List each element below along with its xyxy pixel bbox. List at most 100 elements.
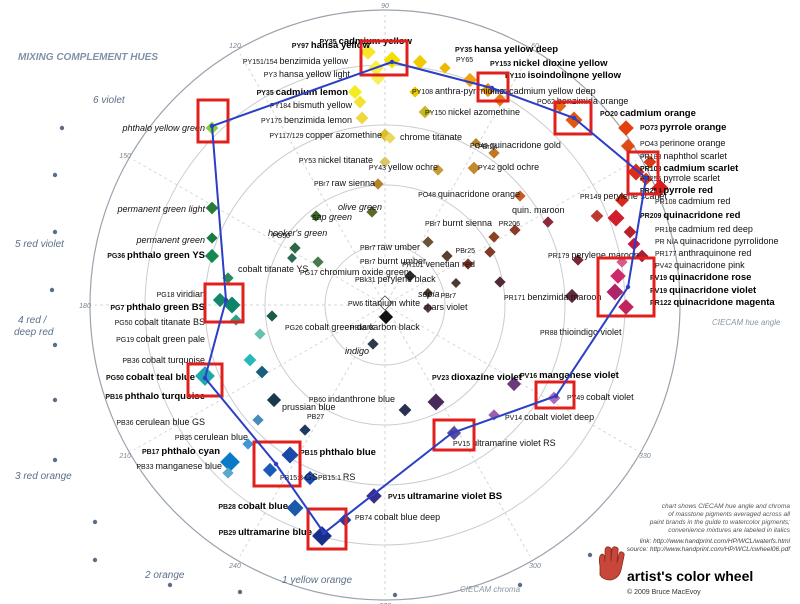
pigment-marker-77 (230, 314, 242, 326)
pigment-marker-40 (618, 299, 634, 315)
pigment-marker-66 (205, 201, 219, 215)
sector-dot-8 (92, 557, 98, 563)
chroma-axis-label: CIECAM chroma (460, 585, 521, 594)
pigment-marker-41 (542, 216, 554, 228)
pigment-label-9: PY184 bismuth yellow (270, 100, 352, 110)
pigment-label-45: PR101 venetian red (402, 259, 475, 269)
hue-spoke-330 (384, 304, 637, 451)
sector-label-5: 5 red violet (15, 239, 65, 250)
chart-title: MIXING COMPLEMENT HUES (18, 52, 158, 63)
pigment-label-10: PY108 anthra-pyrimidine (412, 86, 505, 96)
mixing-path-node-3 (643, 175, 649, 181)
pigment-label-77: PG50 cobalt titanate BS (115, 317, 205, 327)
pigment-marker-67 (310, 210, 322, 222)
pigment-marker-57 (367, 338, 379, 350)
pigment-marker-80 (243, 353, 257, 367)
pigment-label-65: phthalo yellow green (121, 123, 205, 133)
degree-tick-150: 150 (119, 153, 131, 160)
pigment-marker-88 (281, 446, 299, 464)
pigment-label-51: PW6 titanium white (348, 298, 420, 308)
pigment-marker-39 (606, 283, 624, 301)
pigment-marker-22 (379, 156, 391, 168)
pigment-marker-48 (441, 250, 453, 262)
pigment-label-34: PR108 cadmium red deep (655, 224, 753, 234)
pigment-marker-73 (312, 256, 324, 268)
pigment-label-55: PR88 thioindigo violet (540, 327, 622, 337)
sector-dot-4 (52, 342, 58, 348)
pigment-label-93: PB74 cobalt blue deep (355, 512, 440, 522)
pigment-label-20: PO49 quinacridone gold (470, 140, 561, 150)
pigment-marker-92 (286, 499, 304, 517)
pigment-marker-83 (252, 414, 264, 426)
sector-label-2: 2 orange (144, 570, 185, 581)
pigment-label-33: PR149 perylene scarlet (580, 191, 667, 201)
pigment-label-42: PR206 (499, 221, 521, 228)
mixing-path-node-9 (202, 375, 208, 381)
highlight-box-0 (359, 39, 409, 77)
pigment-marker-33 (590, 209, 604, 223)
pigment-label-21: PO43 perinone orange (640, 138, 725, 148)
degree-tick-240: 240 (228, 563, 241, 570)
svg-text:source: http://www.handprint.c: source: http://www.handprint.com/HP/WCL/… (627, 546, 791, 553)
pigment-marker-91 (302, 470, 318, 486)
sector-dot-13 (587, 552, 593, 558)
mixing-path-node-8 (273, 461, 279, 467)
pigment-label-1: PY97 hansa yellow (292, 40, 371, 51)
pigment-marker-71 (204, 248, 220, 264)
pigment-label-23: PY43 yellow ochre (369, 162, 438, 172)
pigment-label-66: permanent green light (116, 204, 205, 214)
pigment-label-88: PB15 phthalo blue (300, 447, 376, 458)
pigment-marker-70 (289, 242, 301, 254)
pigment-marker-15 (418, 105, 432, 119)
hue-spoke-240 (239, 304, 386, 557)
pigment-label-25: PR188 naphthol scarlet (640, 151, 727, 161)
pigment-marker-86 (242, 438, 254, 450)
pigment-label-41: quin. maroon (512, 205, 565, 215)
pigment-marker-5 (370, 70, 386, 86)
pigment-marker-9 (353, 95, 367, 109)
pigment-label-73: PG17 chromium oxide green (300, 267, 409, 277)
hue-spoke-120 (239, 53, 386, 306)
pigment-marker-46 (572, 254, 584, 266)
pigment-marker-89 (222, 467, 234, 479)
sector-label-4a: 4 red / (18, 315, 48, 326)
pigment-marker-52 (423, 288, 433, 298)
degree-tick-330: 330 (639, 453, 651, 460)
pigment-label-15: PY150 nickel azomethine (425, 107, 520, 117)
brand-title: artist's color wheel (627, 568, 753, 584)
pigment-marker-14 (355, 111, 369, 125)
pigment-label-84: prussian blue (282, 402, 336, 412)
pigment-marker-32 (607, 209, 625, 227)
pigment-marker-47 (422, 236, 434, 248)
pigment-marker-21 (620, 138, 636, 154)
mixing-path-node-10 (223, 297, 229, 303)
hue-spoke-60 (384, 53, 531, 306)
pigment-marker-79 (254, 328, 266, 340)
sector-dot-1 (52, 172, 58, 178)
degree-tick-120: 120 (229, 43, 241, 50)
mixing-path-node-11 (209, 123, 215, 129)
pigment-label-90: PB15:3 GS (280, 472, 318, 482)
pigment-label-64: PV15 ultramarine violet BS (388, 491, 502, 502)
pigment-marker-78 (266, 310, 278, 322)
pigment-label-28: PR254 pyrrole red (640, 185, 713, 196)
pigment-label-79: PG19 cobalt green pale (116, 334, 205, 344)
degree-tick-30: 30 (641, 153, 649, 160)
sector-dot-9 (167, 582, 173, 588)
pigment-label-39: PV19 quinacridone violet (650, 285, 757, 296)
pigment-label-83: PB36 cerulean blue GS (116, 417, 205, 427)
pigment-marker-16 (618, 120, 634, 136)
pigment-label-89: PB33 manganese blue (136, 461, 222, 471)
hue-spoke-210 (133, 304, 386, 451)
svg-text:link: http://www.handprint.com: link: http://www.handprint.com/HP/WCL/wa… (640, 538, 791, 545)
pigment-marker-23 (432, 164, 444, 176)
pigment-marker-61 (427, 393, 445, 411)
footnote: chart shows CIECAM hue angle and chroma … (627, 503, 791, 553)
highlight-box-4 (596, 256, 656, 318)
pigment-marker-49 (404, 270, 416, 282)
handprint-logo (598, 546, 625, 581)
pigment-marker-84 (266, 392, 282, 408)
mixing-path-node-6 (449, 430, 455, 436)
pigment-label-38: PV19 quinacridone rose (650, 272, 751, 283)
pigment-label-67: sap green (312, 212, 352, 222)
